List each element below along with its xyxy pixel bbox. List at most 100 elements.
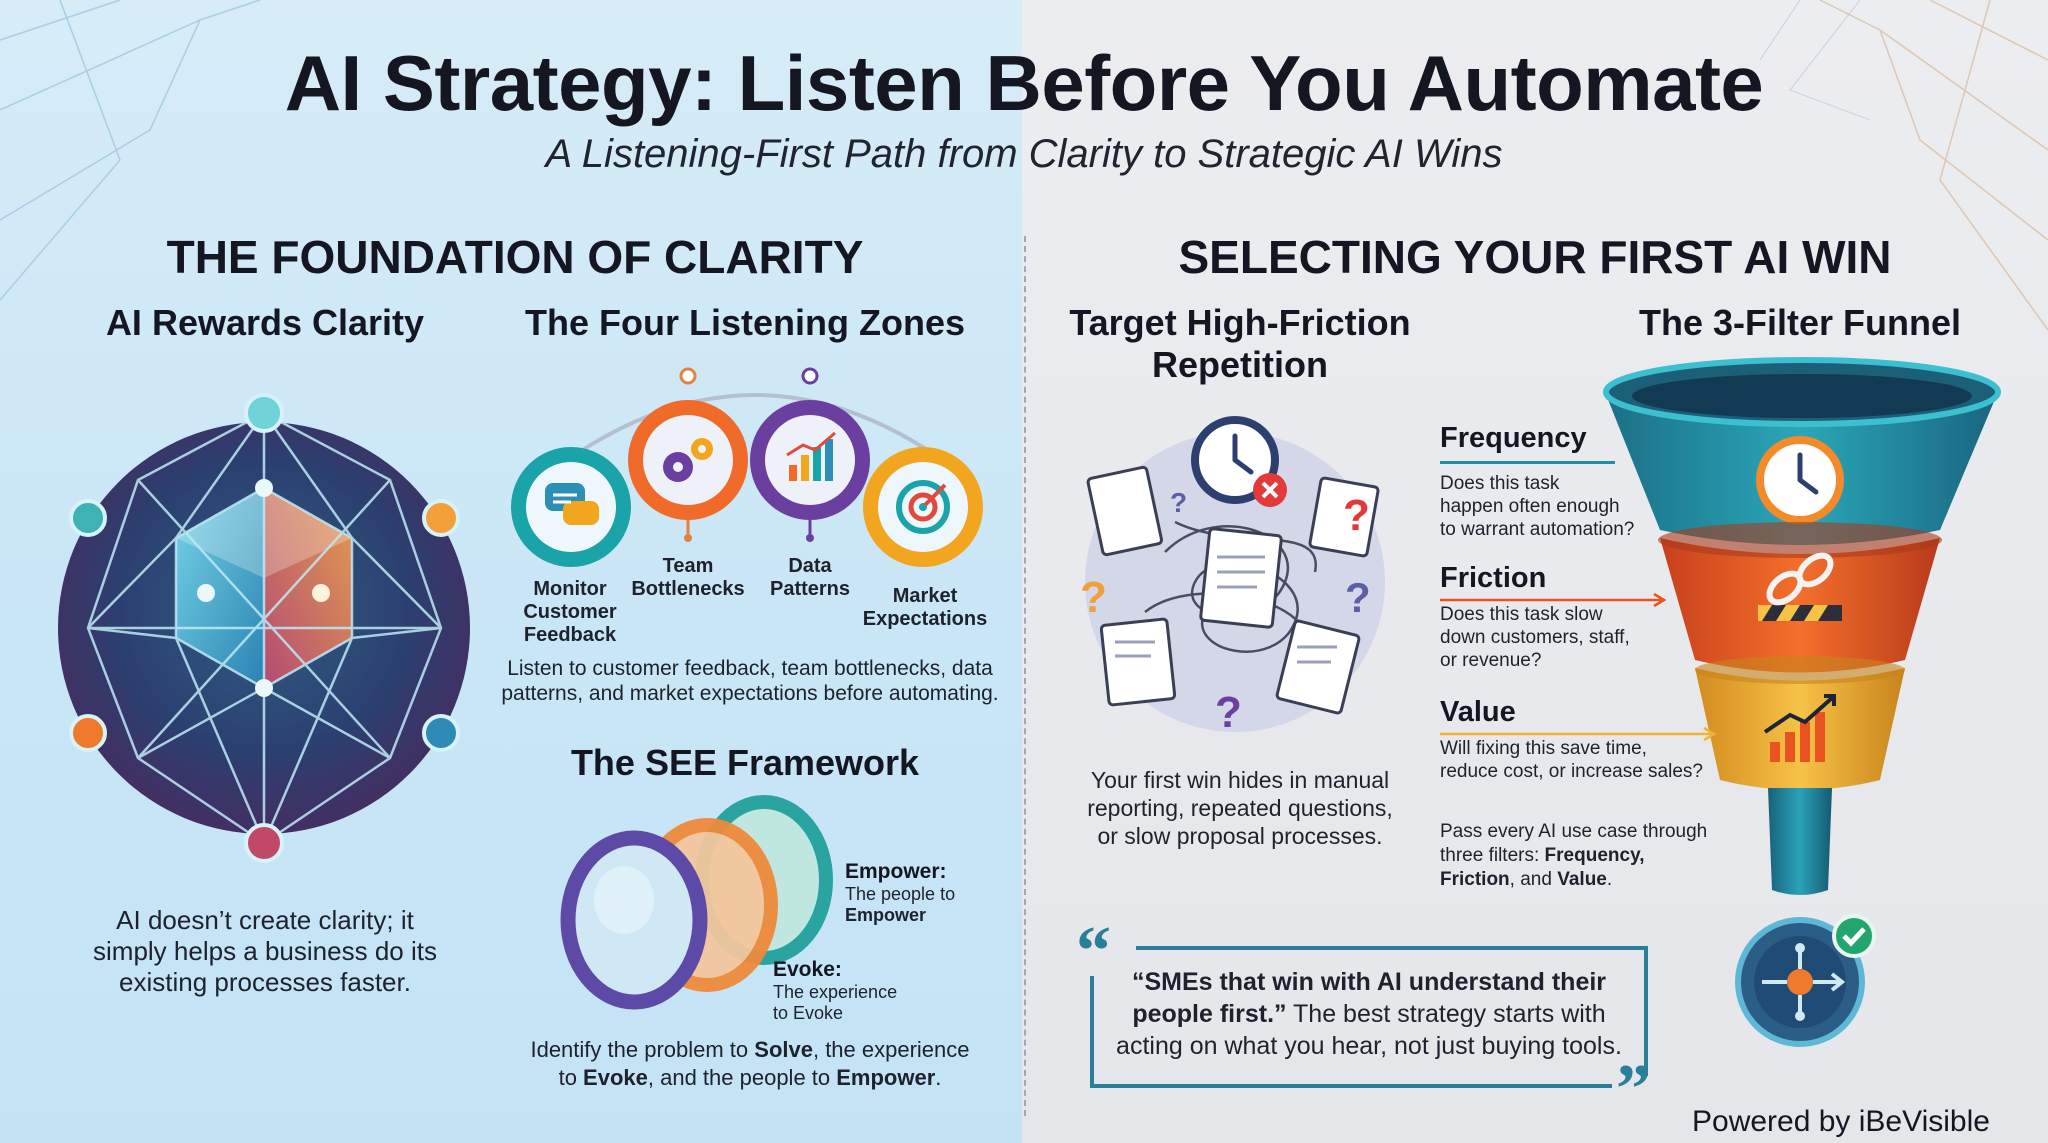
see-empower: Empower: The people to Empower	[845, 860, 1015, 926]
geometric-crystal-network-icon	[58, 393, 470, 863]
see-empower-line2: Empower	[845, 905, 927, 925]
text: , and the people to	[647, 1065, 837, 1090]
svg-text:?: ?	[1343, 491, 1370, 540]
text: .	[935, 1065, 942, 1090]
zone-label-team-bottlenecks: Team Bottlenecks	[628, 555, 748, 601]
friction-body: Your first win hides in manual reporting…	[1060, 766, 1420, 850]
gears-icon	[628, 400, 748, 542]
zone-label-line: Data	[788, 555, 832, 577]
funnel-summary: Pass every AI use case through three fil…	[1440, 820, 1740, 892]
text: , the experience	[812, 1037, 970, 1062]
friction-body-line: Your first win hides in manual	[1090, 767, 1390, 793]
zones-heading: The Four Listening Zones	[525, 302, 965, 343]
filter-question-line: Will fixing this save time,	[1440, 738, 1647, 759]
svg-text:”: ”	[1616, 1051, 1651, 1128]
filter-question-line: reduce cost, or increase sales?	[1440, 761, 1703, 782]
filter-question-line: to warrant automation?	[1440, 519, 1635, 540]
see-heading: The SEE Framework	[570, 742, 920, 783]
quote-frame: “ ”	[1076, 913, 1651, 1128]
filter-question-line: happen often enough	[1440, 496, 1620, 517]
friction-heading-line: Target High-Friction	[1069, 302, 1411, 343]
friction-arrow	[1440, 592, 1667, 608]
clock-icon	[1191, 416, 1287, 507]
value-arrow	[1440, 726, 1717, 742]
broken-chain-icon	[1758, 552, 1842, 621]
zone-label-line: Monitor	[533, 578, 607, 600]
page-title: AI Strategy: Listen Before You Automate	[284, 39, 1764, 127]
powered-by: Powered by iBeVisible	[1692, 1105, 1990, 1138]
clarity-body-line: simply helps a business do its	[93, 936, 437, 966]
svg-text:?: ?	[1345, 574, 1371, 621]
friction-heading-line: Repetition	[1152, 344, 1328, 385]
text: Identify the problem to	[530, 1037, 755, 1062]
zone-label-line: Bottlenecks	[631, 578, 745, 600]
paperwork-chaos-icon: ? ? ? ? ?	[1080, 416, 1385, 737]
filter-name-value: Value	[1440, 696, 1516, 728]
filter-question-frequency: Does this task happen often enough to wa…	[1440, 472, 1680, 541]
text-bold: Value	[1557, 869, 1607, 890]
filter-friction: Friction Does this task slow down custom…	[1440, 562, 1700, 672]
filter-frequency: Frequency Does this task happen often en…	[1440, 422, 1680, 541]
filter-underline	[1440, 461, 1615, 464]
right-section-title: SELECTING YOUR FIRST AI WIN	[1178, 231, 1892, 283]
see-empower-label: Empower:	[845, 860, 947, 883]
text-bold: Solve	[754, 1037, 813, 1062]
clarity-body-line: AI doesn’t create clarity; it	[116, 905, 414, 935]
text: three filters:	[1440, 845, 1545, 866]
filter-question-line: Does this task slow	[1440, 604, 1603, 625]
text-bold: “SMEs that win with AI understand their	[1131, 968, 1607, 996]
zones-body: Listen to customer feedback, team bottle…	[500, 656, 1000, 706]
svg-text:“: “	[1076, 913, 1111, 990]
zone-label-line: Market	[892, 585, 958, 607]
filter-name-frequency: Frequency	[1440, 422, 1587, 454]
quote-line-3: acting on what you hear, not just buying…	[1116, 1032, 1622, 1060]
zone-label-line: Feedback	[523, 624, 617, 646]
svg-text:?: ?	[1170, 487, 1187, 518]
filter-question-line: down customers, staff,	[1440, 627, 1630, 648]
see-body-line-2: to Evoke, and the people to Empower.	[500, 1064, 1000, 1092]
zone-label-data-patterns: Data Patterns	[750, 555, 870, 601]
see-empower-line1: The people to	[845, 884, 956, 904]
clock-icon	[1756, 436, 1844, 524]
funnel-summary-line: three filters: Frequency,	[1440, 844, 1740, 868]
clarity-heading: AI Rewards Clarity	[105, 302, 425, 343]
funnel-summary-line: Pass every AI use case through	[1440, 821, 1708, 842]
text: to	[558, 1065, 584, 1090]
bar-chart-icon	[750, 400, 870, 542]
zones-body-line: patterns, and market expectations before…	[501, 682, 999, 705]
page-subtitle: A Listening-First Path from Clarity to S…	[545, 132, 1503, 176]
filter-question-line: or revenue?	[1440, 650, 1542, 671]
growth-chart-icon	[1763, 694, 1836, 762]
text: .	[1606, 869, 1613, 890]
left-section-title: THE FOUNDATION OF CLARITY	[166, 231, 864, 283]
svg-text:?: ?	[1080, 573, 1107, 622]
text-bold: Frequency,	[1544, 845, 1645, 866]
see-evoke-label: Evoke:	[773, 958, 842, 981]
svg-text:?: ?	[1215, 688, 1242, 737]
quote-line-1: “SMEs that win with AI understand their	[1096, 966, 1642, 998]
see-evoke-line2: to Evoke	[773, 1003, 844, 1023]
friction-heading: Target High-Friction Repetition	[1060, 302, 1420, 386]
text-bold: people first.”	[1132, 1000, 1287, 1028]
see-body: Identify the problem to Solve, the exper…	[500, 1036, 1000, 1092]
text-bold: Friction	[1440, 869, 1510, 890]
target-icon	[863, 447, 983, 567]
zones-body-line: Listen to customer feedback, team bottle…	[507, 657, 993, 680]
zone-label-line: Customer	[523, 601, 617, 623]
friction-body-line: reporting, repeated questions,	[1087, 795, 1393, 821]
see-evoke: Evoke: The experience to Evoke	[773, 958, 943, 1024]
zone-label-monitor-customer-feedback: Monitor Customer Feedback	[510, 578, 630, 647]
lenses-icon	[560, 795, 833, 1010]
ai-process-check-icon	[1735, 914, 1876, 1047]
quote-text: “SMEs that win with AI understand their …	[1096, 966, 1642, 1062]
filter-value: Value Will fixing this save time, reduce…	[1440, 696, 1740, 783]
zone-label-line: Expectations	[862, 608, 988, 630]
clarity-body-line: existing processes faster.	[119, 967, 411, 997]
zone-label-line: Team	[662, 555, 714, 577]
text-bold: Evoke	[583, 1065, 648, 1090]
text-bold: Empower	[836, 1065, 936, 1090]
text: The best strategy starts with	[1286, 1000, 1606, 1028]
clarity-body: AI doesn’t create clarity; it simply hel…	[70, 905, 460, 998]
filter-question-friction: Does this task slow down customers, staf…	[1440, 603, 1700, 672]
